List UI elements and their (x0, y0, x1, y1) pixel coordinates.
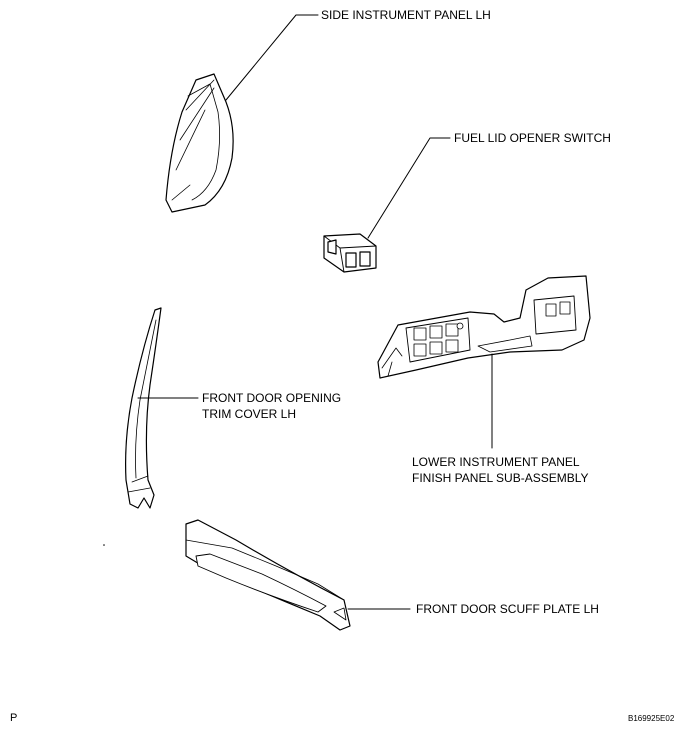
label-lower-instrument-panel-line2: FINISH PANEL SUB-ASSEMBLY (412, 471, 589, 485)
figure-code: B169925E02 (628, 714, 675, 723)
leader-side-instrument-panel (225, 14, 319, 101)
front-door-opening-trim-part (125, 307, 162, 509)
label-lower-instrument-panel-line1: LOWER INSTRUMENT PANEL (412, 455, 580, 469)
label-front-door-opening-trim-line2: TRIM COVER LH (202, 407, 297, 421)
label-front-door-scuff-plate: FRONT DOOR SCUFF PLATE LH (416, 602, 599, 616)
front-door-scuff-plate-part (185, 519, 351, 631)
fuel-lid-opener-switch-part (323, 233, 377, 273)
side-instrument-panel-part (165, 73, 234, 213)
leader-fuel-lid-opener-switch (367, 137, 451, 239)
page-mark-p: P (10, 712, 18, 724)
label-side-instrument-panel: SIDE INSTRUMENT PANEL LH (321, 8, 491, 22)
lower-instrument-panel-part (377, 275, 591, 379)
stray-dot (103, 544, 105, 546)
label-front-door-opening-trim-line1: FRONT DOOR OPENING (202, 391, 342, 405)
label-fuel-lid-opener-switch: FUEL LID OPENER SWITCH (454, 131, 611, 145)
